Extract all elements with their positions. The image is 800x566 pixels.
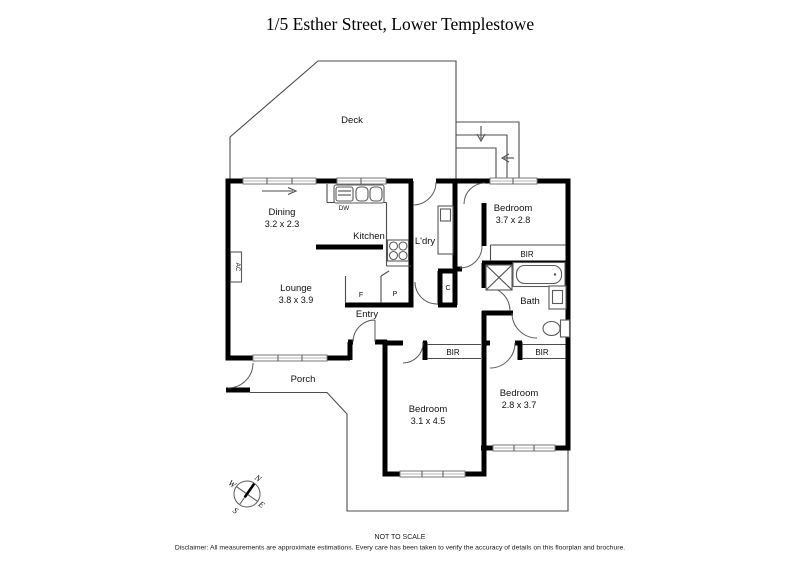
window-kitchen: [336, 177, 387, 185]
room-label-deck: Deck: [341, 115, 363, 126]
walls: [225, 178, 571, 477]
compass-east: E: [256, 498, 267, 510]
disclaimer-text: Disclaimer: All measurements are approxi…: [175, 545, 625, 552]
room-label-bath: Bath: [520, 296, 540, 307]
slider-arrow-icon: [262, 186, 298, 196]
pantry-label: P: [393, 291, 398, 298]
bir-label-bedroom-bottom-right: BIR: [535, 348, 549, 357]
room-label-entry: Entry: [356, 309, 378, 320]
doors: [227, 181, 538, 389]
door-arc-bath: [485, 286, 511, 312]
bathtub: [512, 261, 566, 288]
dishwasher-label: DW: [339, 205, 350, 212]
bir-label-bedroom-bottom-left: BIR: [446, 348, 460, 357]
deck-steps: [456, 121, 520, 179]
door-arc-cupboard: [414, 281, 438, 305]
deck-outline: [229, 60, 457, 179]
arrow-down-icon: [476, 126, 486, 143]
cupboard-label: C: [445, 285, 450, 292]
bir-label-bedroom-top: BIR: [520, 250, 534, 259]
cooktop: [386, 239, 410, 262]
yard-boundary: [250, 391, 569, 512]
fridge-pantry: [344, 270, 390, 303]
door-arc-bedroom-bottom-left: [402, 342, 424, 364]
room-label-dining: Dining: [269, 207, 296, 218]
window-bedroom-bottom-right: [492, 444, 556, 452]
window-bedroom-bottom-left: [399, 470, 466, 478]
room-label-bedroom-bottom-right: Bedroom: [500, 388, 539, 399]
room-label-porch: Porch: [291, 374, 316, 385]
door-arc-wc: [511, 312, 538, 339]
room-dims-dining: 3.2 x 2.3: [265, 219, 300, 229]
window-lounge: [252, 354, 328, 362]
compass-south: S: [231, 505, 241, 516]
room-label-laundry: L'dry: [415, 236, 436, 247]
vanity: [548, 285, 567, 310]
compass: N S E W: [226, 472, 267, 516]
scale-note: NOT TO SCALE: [375, 534, 426, 541]
door-arc-front-entry: [352, 319, 376, 343]
room-dims-lounge: 3.8 x 3.9: [279, 295, 314, 305]
door-arc-porch: [227, 362, 254, 389]
room-label-bedroom-bottom-left: Bedroom: [409, 404, 448, 415]
arrow-left-icon: [500, 153, 514, 163]
page-title: 1/5 Esther Street, Lower Templestowe: [266, 14, 534, 34]
room-dims-bedroom-bottom-right: 2.8 x 3.7: [502, 400, 537, 410]
room-dims-bedroom-top: 3.7 x 2.8: [496, 215, 531, 225]
door-arc-bedroom-top: [463, 182, 486, 205]
shower: [485, 264, 513, 291]
windows: [242, 177, 556, 478]
toilet: [542, 319, 571, 338]
room-label-bedroom-top: Bedroom: [494, 203, 533, 214]
room-label-kitchen: Kitchen: [353, 231, 385, 242]
compass-needle: [243, 483, 256, 499]
air-conditioner-label: AC: [234, 263, 241, 272]
door-arc-deck-entry: [412, 181, 437, 206]
laundry-trough: [437, 205, 454, 255]
air-conditioner: AC: [229, 251, 243, 283]
room-dims-bedroom-bottom-left: 3.1 x 4.5: [411, 416, 446, 426]
door-arc-bedroom-bottom-right: [489, 342, 516, 369]
window-bedroom-top: [489, 177, 538, 185]
sink: [333, 184, 385, 204]
robe-rails: [427, 244, 566, 360]
room-label-lounge: Lounge: [280, 283, 312, 294]
window-dining: [242, 177, 317, 185]
door-arc-hall: [459, 245, 483, 269]
compass-west: W: [226, 478, 238, 491]
fridge-label: F: [359, 292, 363, 299]
